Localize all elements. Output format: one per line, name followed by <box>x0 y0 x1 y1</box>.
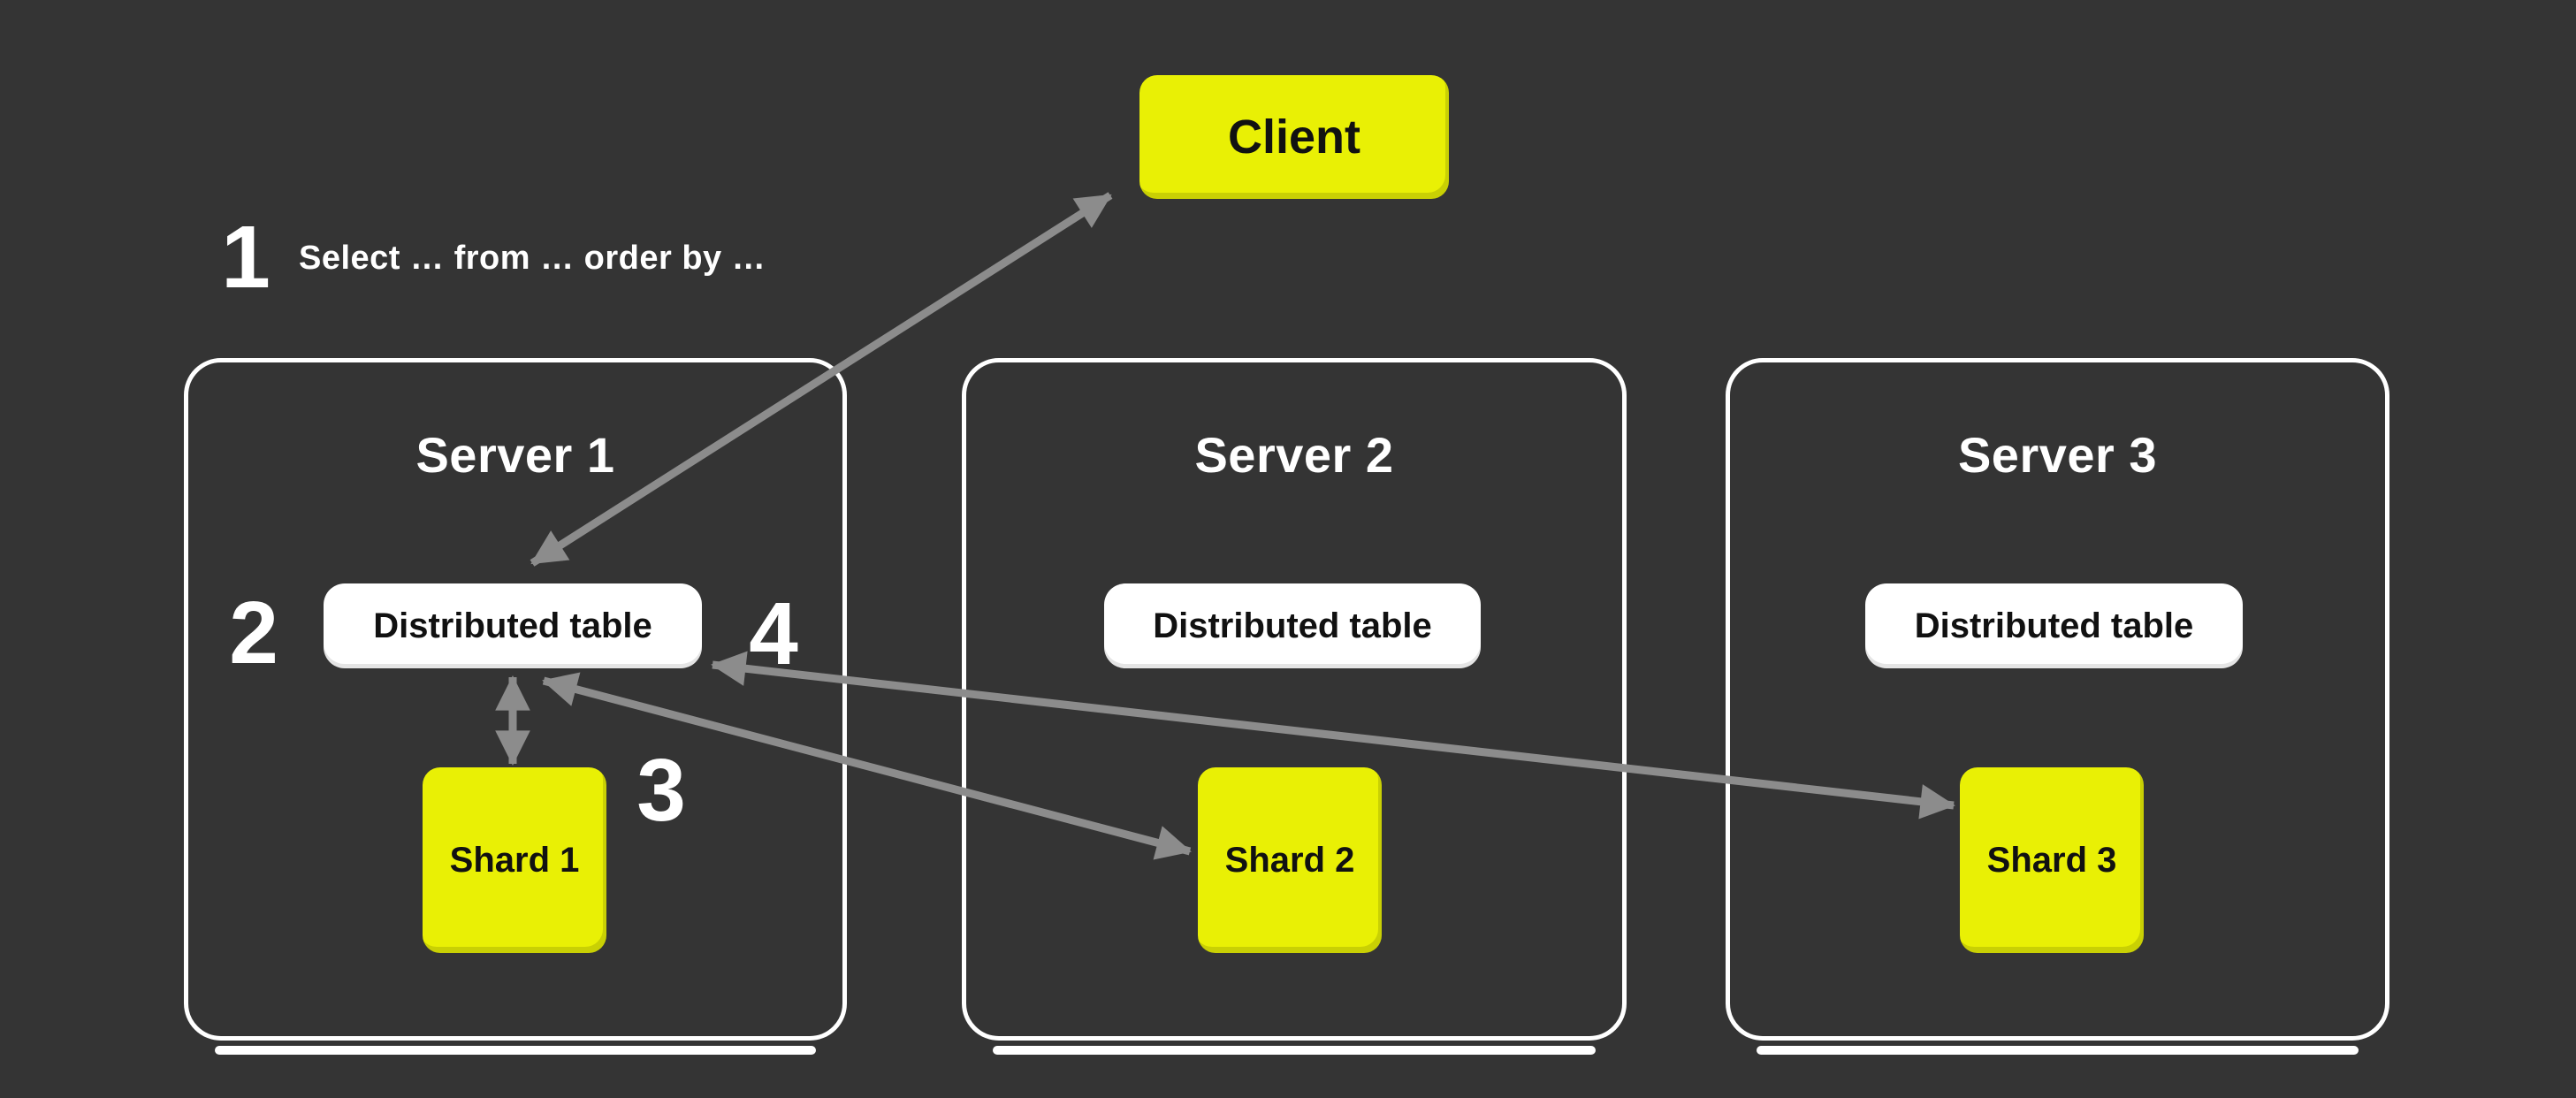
server-3-shard-box: Shard 3 <box>1960 767 2144 953</box>
server-2-shard-box: Shard 2 <box>1198 767 1382 953</box>
server-3-title: Server 3 <box>1957 427 2158 483</box>
server-3-distributed-table: Distributed table <box>1865 583 2243 668</box>
server-1-shard-label: Shard 1 <box>449 840 580 880</box>
server-1-distributed-table-label: Distributed table <box>373 606 652 645</box>
server-3-distributed-table-label: Distributed table <box>1914 606 2194 645</box>
step-2-number: 2 <box>229 583 278 682</box>
client-box: Client <box>1139 75 1449 199</box>
server-2-shard-label: Shard 2 <box>1224 840 1355 880</box>
server-1-title: Server 1 <box>415 427 615 483</box>
server-1-distributed-table: Distributed table <box>324 583 702 668</box>
client-label: Client <box>1227 111 1360 164</box>
server-2-distributed-table-label: Distributed table <box>1153 606 1432 645</box>
server-2-title: Server 2 <box>1194 427 1394 483</box>
server-1-shard-box: Shard 1 <box>423 767 606 953</box>
step-1-number: 1 <box>221 208 271 307</box>
step-3-number: 3 <box>636 741 686 840</box>
server-2-distributed-table: Distributed table <box>1104 583 1481 668</box>
server-3-shard-label: Shard 3 <box>1986 840 2117 880</box>
step-4-number: 4 <box>749 584 798 683</box>
step-1-query-text: Select … from … order by … <box>299 240 766 277</box>
